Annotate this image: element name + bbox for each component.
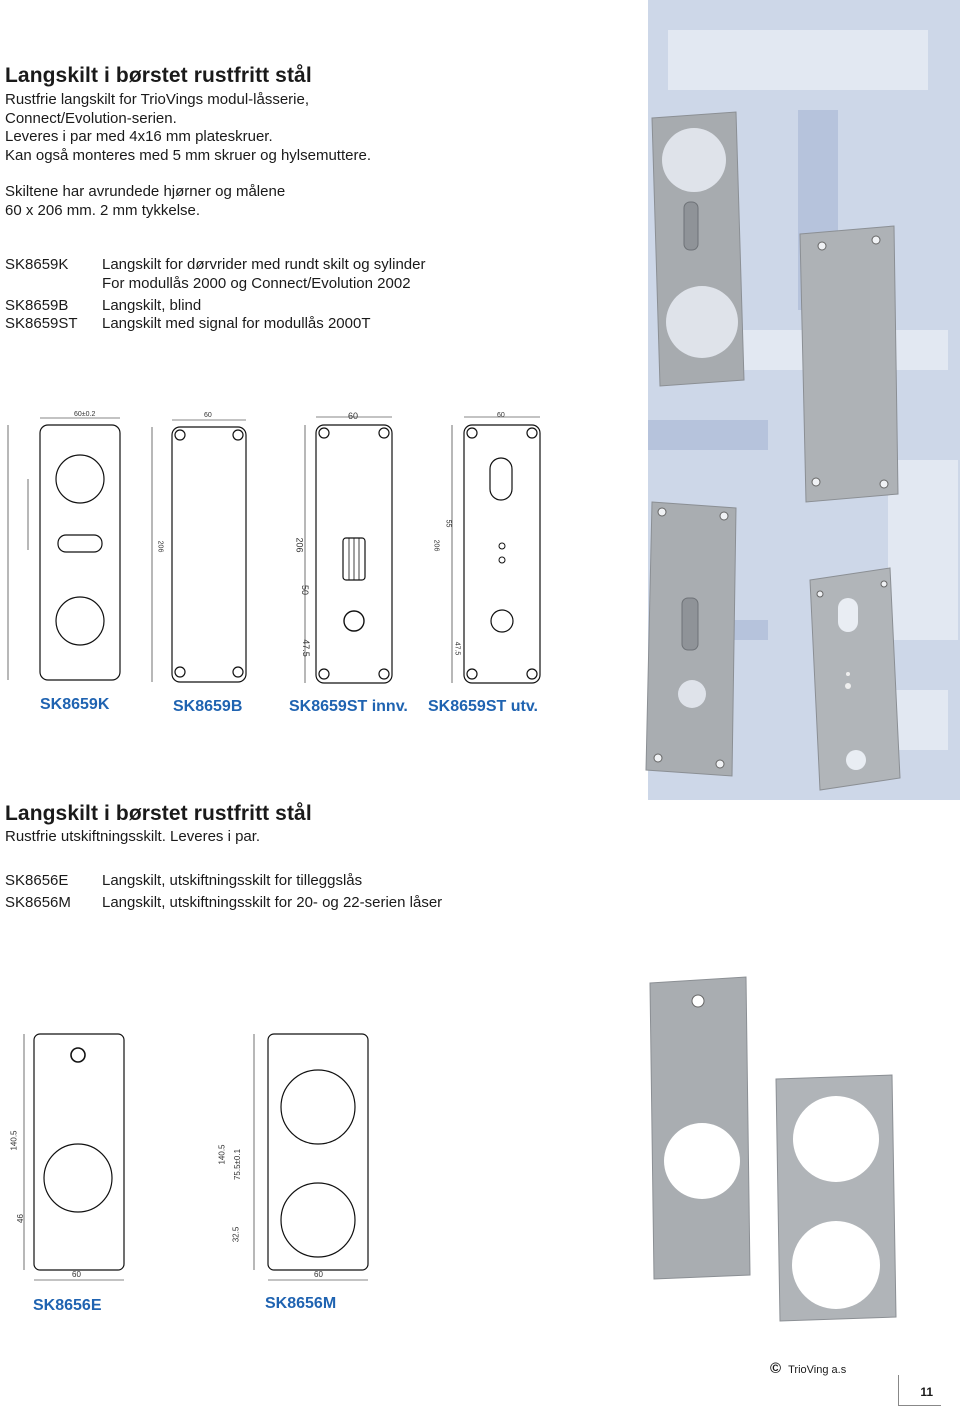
caption-sk8659st-innv: SK8659ST innv. xyxy=(289,698,408,715)
technical-drawings xyxy=(7,416,541,684)
product-code: SK8656E xyxy=(5,872,69,889)
section1-title: Langskilt i børstet rustfritt stål xyxy=(5,64,312,87)
product-desc: Langskilt med signal for modullås 2000T xyxy=(102,315,371,332)
drawing-sk8659b xyxy=(151,419,247,683)
plate-signal-utv-photo xyxy=(809,567,901,791)
product-code: SK8659ST xyxy=(5,315,78,332)
product-code: SK8659B xyxy=(5,297,69,314)
caption-sk8659st-utv: SK8659ST utv. xyxy=(428,698,538,715)
page-number-box: 11 xyxy=(898,1375,941,1406)
dim-label: 55 xyxy=(444,519,452,528)
dim-label: 75.5±0.1 xyxy=(233,1148,243,1181)
product-desc: Langskilt, utskiftningsskilt for 20- og … xyxy=(102,894,443,911)
drawing-sk8659st-utv xyxy=(451,416,541,684)
product-desc: Langskilt for dørvrider med rundt skilt … xyxy=(102,256,426,273)
brand-name: TrioVing a.s xyxy=(788,1364,847,1376)
caption-sk8656m: SK8656M xyxy=(265,1295,337,1312)
dim-label: 32.5 xyxy=(231,1226,241,1243)
plates-photo-2 xyxy=(649,976,897,1322)
dim-label: 60 xyxy=(497,412,505,419)
copyright-icon: © xyxy=(770,1360,782,1377)
drawing-sk8656m xyxy=(253,1033,369,1281)
product-desc: Langskilt, blind xyxy=(102,297,202,314)
plate-blind-photo xyxy=(799,225,899,503)
product-code: SK8656M xyxy=(5,894,71,911)
dim-label: 60 xyxy=(314,1270,323,1279)
technical-drawings-2 xyxy=(23,1033,369,1281)
dim-label: 60 xyxy=(72,1270,81,1279)
dim-label: 206 xyxy=(156,540,164,553)
product-desc-line2: For modullås 2000 og Connect/Evolution 2… xyxy=(102,275,411,292)
drawing-sk8659k xyxy=(7,417,121,681)
section2-description: Rustfrie utskiftningsskilt. Leveres i pa… xyxy=(5,828,261,845)
dim-label: 46 xyxy=(15,1214,25,1223)
dim-label: 140.5 xyxy=(217,1144,227,1165)
dim-label: 60±0.2 xyxy=(74,411,96,418)
dim-label: 47.5 xyxy=(453,641,461,656)
section2-title: Langskilt i børstet rustfritt stål xyxy=(5,802,312,825)
dim-label: 206 xyxy=(294,537,305,553)
section1-description: Rustfrie langskilt for TrioVings modul-l… xyxy=(5,91,371,219)
caption-sk8659k: SK8659K xyxy=(40,696,110,713)
dim-label: 60 xyxy=(348,411,359,421)
footer-copyright: © TrioVing a.s xyxy=(770,1360,846,1377)
drawing-sk8659st-innv xyxy=(304,416,393,684)
dim-label: 140.5 xyxy=(9,1130,19,1151)
product-desc: Langskilt, utskiftningsskilt for tillegg… xyxy=(102,872,363,889)
dim-label: 47.5 xyxy=(300,639,311,657)
dim-label: 60 xyxy=(204,412,212,419)
caption-sk8659b: SK8659B xyxy=(173,698,243,715)
caption-sk8656e: SK8656E xyxy=(33,1297,102,1314)
dim-label: 206 xyxy=(432,539,440,552)
drawing-sk8656e xyxy=(23,1033,125,1281)
page-number: 11 xyxy=(920,1385,933,1399)
plates-photo xyxy=(645,111,901,791)
product-code: SK8659K xyxy=(5,256,69,273)
dim-label: 50 xyxy=(300,584,311,596)
